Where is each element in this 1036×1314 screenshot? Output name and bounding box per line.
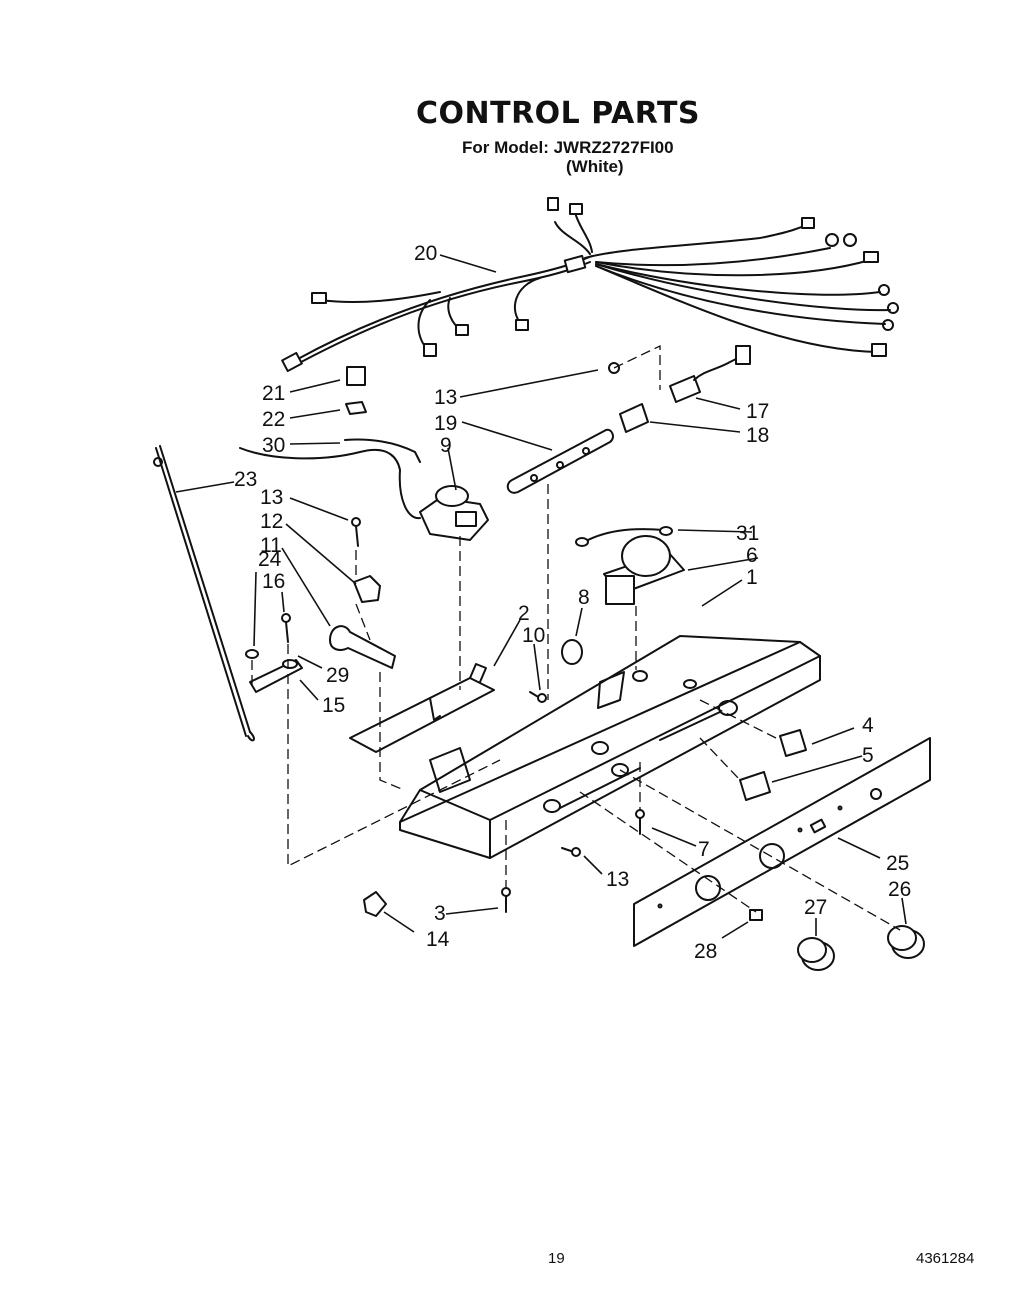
part-18 [619, 403, 649, 433]
part-23-rod [155, 445, 251, 737]
callout-20: 20 [414, 242, 437, 265]
part-30-capillary [344, 438, 421, 463]
callout-23: 23 [234, 468, 257, 491]
callout-13-upper: 13 [434, 386, 457, 409]
callout-12: 12 [260, 510, 283, 533]
callout-29: 29 [326, 664, 349, 687]
callout-5: 5 [862, 744, 874, 767]
part-6-timer [603, 535, 685, 605]
page-number: 19 [548, 1250, 565, 1267]
part-8-grommet [561, 639, 583, 665]
part-1-control-housing [399, 635, 821, 859]
part-9-cold-control [239, 447, 489, 541]
part-12 [353, 575, 381, 603]
part-26-knob [887, 925, 925, 959]
callout-28: 28 [694, 940, 717, 963]
callout-15: 15 [322, 694, 345, 717]
document-number: 4361284 [916, 1250, 975, 1267]
callout-11: 11 [260, 534, 282, 557]
callout-16: 16 [262, 570, 285, 593]
callout-31: 31 [736, 522, 759, 545]
part-28 [749, 909, 763, 921]
callout-22: 22 [262, 408, 285, 431]
callout-8: 8 [578, 586, 590, 609]
callout-21: 21 [262, 382, 285, 405]
part-25-control-panel [633, 737, 931, 947]
callout-17: 17 [746, 400, 769, 423]
callout-27: 27 [804, 896, 827, 919]
model-number: For Model: JWRZ2727FI00 [462, 138, 674, 157]
leader-lines [175, 254, 907, 939]
part-17 [669, 375, 701, 403]
part-14 [363, 891, 387, 917]
callout-13-left: 13 [260, 486, 283, 509]
part-22 [345, 401, 367, 415]
part-wiring-harness [281, 197, 899, 373]
part-11 [329, 625, 396, 669]
callout-18: 18 [746, 424, 769, 447]
callout-10: 10 [522, 624, 545, 647]
callout-9: 9 [440, 434, 452, 457]
part-21 [346, 366, 366, 386]
part-2-bracket [349, 677, 495, 753]
callout-4: 4 [862, 714, 874, 737]
part-29 [282, 659, 298, 669]
callout-30: 30 [262, 434, 285, 457]
part-16-screw [285, 621, 289, 643]
callout-3: 3 [434, 902, 446, 925]
callout-26: 26 [888, 878, 911, 901]
alignment-lines [251, 484, 901, 931]
callout-7: 7 [698, 838, 710, 861]
callout-6: 6 [746, 544, 758, 567]
callout-1: 1 [746, 566, 758, 589]
model-color: (White) [566, 157, 624, 176]
part-4-switch [779, 729, 807, 757]
part-5-switch [739, 771, 771, 801]
callout-13-lower: 13 [606, 868, 629, 891]
callout-2: 2 [518, 602, 530, 625]
callout-19: 19 [434, 412, 457, 435]
callout-labels: 20 21 22 30 13 19 9 17 18 23 13 12 11 24… [234, 242, 911, 963]
callout-24: 24 [258, 548, 282, 571]
callout-14: 14 [426, 928, 450, 951]
page-title: CONTROL PARTS [415, 96, 701, 131]
part-27-knob [797, 937, 835, 971]
part-31-wire [583, 528, 665, 543]
part-24 [245, 649, 259, 659]
callout-25: 25 [886, 852, 909, 875]
